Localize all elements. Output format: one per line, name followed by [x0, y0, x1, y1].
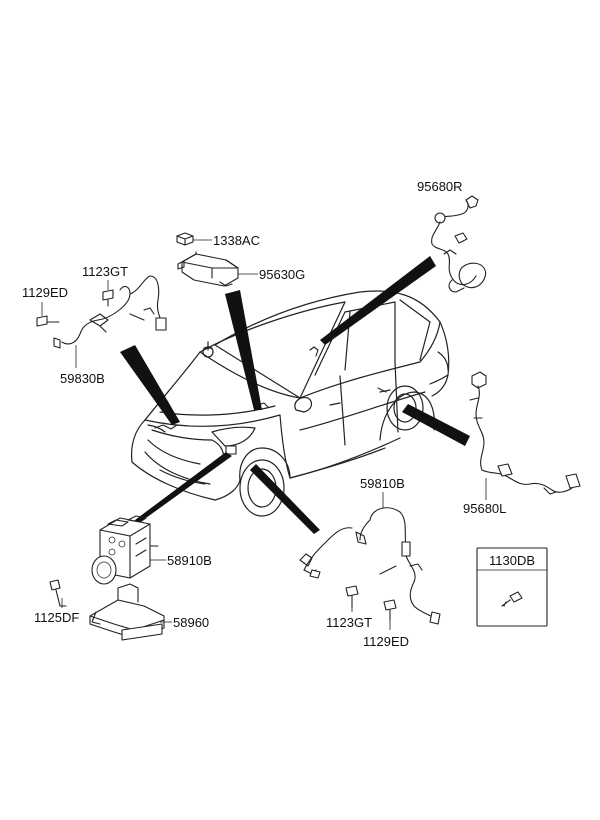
bolt-icon: [36, 315, 48, 327]
abs-hydraulic-unit-58910B: 58910B: [91, 515, 212, 585]
pointer-to-abs-unit: [132, 452, 232, 528]
label-1130DB: 1130DB: [489, 553, 535, 568]
screw-icon: [509, 591, 523, 603]
yaw-rate-sensor-assembly: 1338AC 95630G: [176, 232, 305, 287]
bolt-icon: [102, 289, 114, 301]
rear-left-wheel-sensor-95680L: 95680L: [463, 371, 581, 516]
label-58910B: 58910B: [167, 553, 212, 568]
rear-right-wheel-sensor-95680R: 95680R: [417, 179, 487, 293]
label-1129ED-bottom: 1129ED: [363, 634, 409, 649]
label-95680R: 95680R: [417, 179, 463, 194]
label-59810B: 59810B: [360, 476, 405, 491]
part-box-1130DB: 1130DB: [476, 547, 548, 627]
abs-bracket-58960: 1125DF 58960: [34, 579, 209, 641]
label-59830B: 59830B: [60, 371, 105, 386]
front-right-sensor-fasteners: 1123GT 1129ED: [326, 585, 409, 649]
pointer-to-rear-left-sensor: [402, 404, 470, 446]
label-1338AC: 1338AC: [213, 233, 260, 248]
pointer-arrows: [120, 256, 470, 534]
label-95680L: 95680L: [463, 501, 506, 516]
pointer-to-rear-right-sensor: [320, 256, 436, 345]
bolt-icon: [383, 599, 397, 611]
label-1125DF: 1125DF: [34, 610, 79, 625]
pointer-to-front-left-sensor: [120, 345, 180, 425]
label-95630G: 95630G: [259, 267, 305, 282]
pointer-to-front-right-sensor: [250, 464, 320, 534]
car-illustration: [130, 290, 450, 517]
label-1123GT-bottom: 1123GT: [326, 615, 372, 630]
bolt-icon: [345, 585, 359, 597]
bolt-icon: [49, 579, 61, 591]
label-1129ED-top: 1129ED: [22, 285, 68, 300]
pointer-to-yaw-sensor: [225, 290, 262, 410]
label-58960: 58960: [173, 615, 209, 630]
label-1123GT-top: 1123GT: [82, 264, 128, 279]
front-right-wheel-sensor-59810B: 59810B: [299, 476, 441, 625]
front-left-wheel-sensor-59830B: 1123GT 1129ED 59830B: [22, 264, 167, 386]
